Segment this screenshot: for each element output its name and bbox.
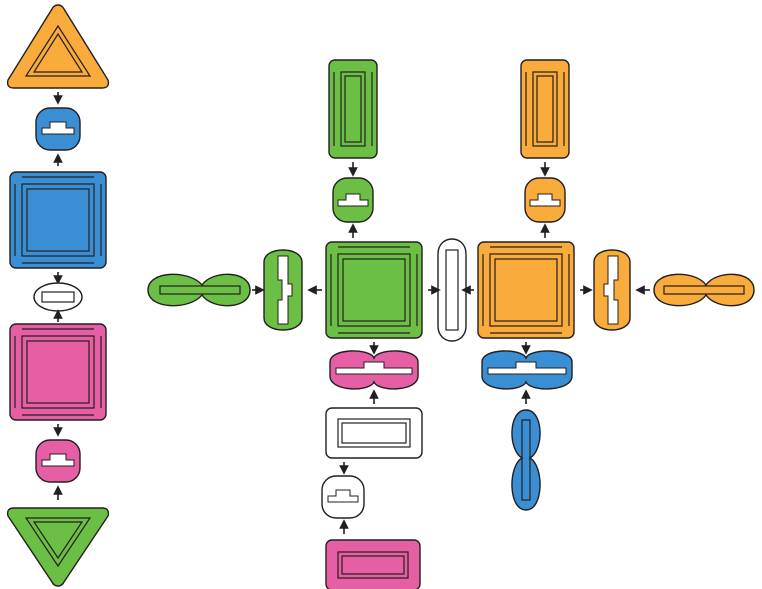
green-connector xyxy=(332,177,374,223)
orange-square xyxy=(477,241,575,339)
white-double-connector xyxy=(437,238,467,342)
green-square xyxy=(325,241,423,339)
green-double-connector xyxy=(263,249,303,331)
blue-vertical-long-connector xyxy=(511,409,541,511)
blue-connector xyxy=(35,107,81,151)
pink-rectangle xyxy=(325,539,421,589)
orange-triangle xyxy=(6,4,110,89)
blue-square xyxy=(9,171,107,269)
orange-double-connector xyxy=(593,249,631,331)
pink-long-connector xyxy=(329,350,419,390)
pink-connector xyxy=(35,439,81,483)
orange-rectangle xyxy=(520,59,570,159)
white-connector-lower xyxy=(321,475,365,519)
white-connector xyxy=(33,282,83,312)
white-rectangle xyxy=(325,407,423,459)
orange-connector xyxy=(524,177,566,223)
blue-long-connector xyxy=(481,350,573,390)
green-long-connector xyxy=(147,273,251,307)
pink-square xyxy=(9,323,107,421)
green-triangle xyxy=(6,507,110,587)
orange-triangle-shape xyxy=(6,4,110,89)
green-rectangle xyxy=(328,59,378,159)
orange-long-connector xyxy=(653,273,755,307)
